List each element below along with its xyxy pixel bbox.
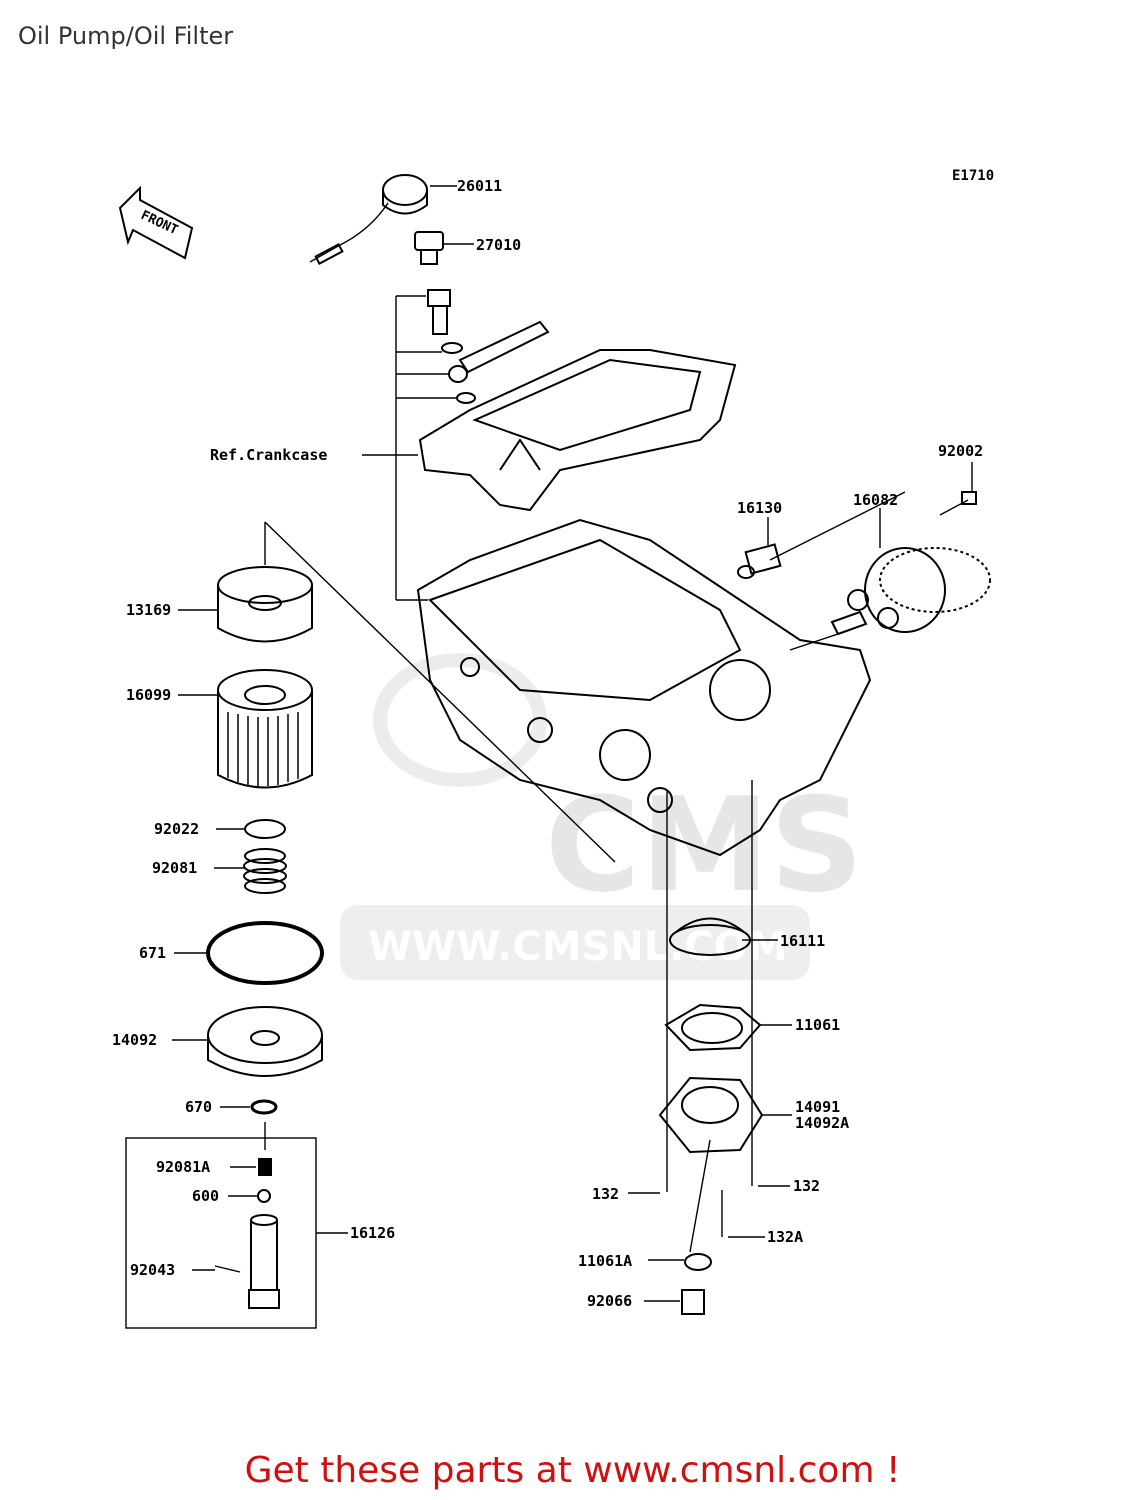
label-16126: 16126 [350,1224,395,1242]
label-11061A: 11061A [578,1252,632,1270]
gasket-11061 [664,1003,762,1052]
watermark-url: WWW.CMSNL.COM [368,924,788,970]
oil-filter-16099 [217,669,313,789]
washer-92022 [244,819,286,839]
spring-92081A [258,1158,272,1176]
label-92002: 92002 [938,442,983,460]
label-26011: 26011 [457,177,502,195]
label-92066: 92066 [587,1292,632,1310]
watermark-logo-text: CMS [545,769,863,921]
label-132-right: 132 [793,1177,820,1195]
footer-cta[interactable]: Get these parts at www.cmsnl.com ! [244,1450,901,1491]
bolts-132 [666,1162,753,1237]
watermark: CMS WWW.CMSNL.COM [340,653,863,980]
diagram-code: E1710 [952,168,995,184]
label-14091: 14091 [795,1098,840,1116]
oil-pressure-switch-part [414,231,444,265]
label-600: 600 [192,1187,219,1205]
label-132-left: 132 [592,1185,619,1203]
label-92081A: 92081A [156,1158,210,1176]
label-ref-crankcase: Ref.Crankcase [210,446,327,464]
ball-600 [257,1189,271,1203]
kit-16126-box [125,1137,317,1329]
washer-11061A [684,1253,712,1271]
label-92081: 92081 [152,859,197,877]
fitting-parts [427,289,550,404]
label-11061: 11061 [795,1016,840,1034]
bolt-92002-part [939,491,977,516]
spring-92081 [243,848,287,894]
o-ring-670 [250,1099,278,1115]
label-13169: 13169 [126,601,171,619]
o-ring-671 [206,921,324,985]
leader-lines [172,185,973,1302]
switch-cap-part [309,174,428,265]
fitting-16130-part [737,543,782,579]
label-132A: 132A [767,1228,803,1246]
filter-cover-14092 [207,1006,323,1077]
label-16130: 16130 [737,499,782,517]
oil-pump-part [830,547,991,636]
label-671: 671 [139,944,166,962]
label-14092A: 14092A [795,1114,849,1132]
label-92043: 92043 [130,1261,175,1279]
lower-crankcase [416,518,872,857]
drain-plug-92066 [681,1289,705,1315]
front-arrow-icon: FRONT [118,185,194,260]
label-16111: 16111 [780,932,825,950]
label-92022: 92022 [154,820,199,838]
label-16082: 16082 [853,491,898,509]
valve-16126 [214,1214,280,1309]
label-27010: 27010 [476,236,521,254]
upper-crankcase [418,349,737,512]
label-16099: 16099 [126,686,171,704]
label-14092: 14092 [112,1031,157,1049]
page-title: Oil Pump/Oil Filter [18,22,234,50]
pan-14091 [658,1076,764,1154]
label-670: 670 [185,1098,212,1116]
filter-cap-13169 [217,566,313,643]
